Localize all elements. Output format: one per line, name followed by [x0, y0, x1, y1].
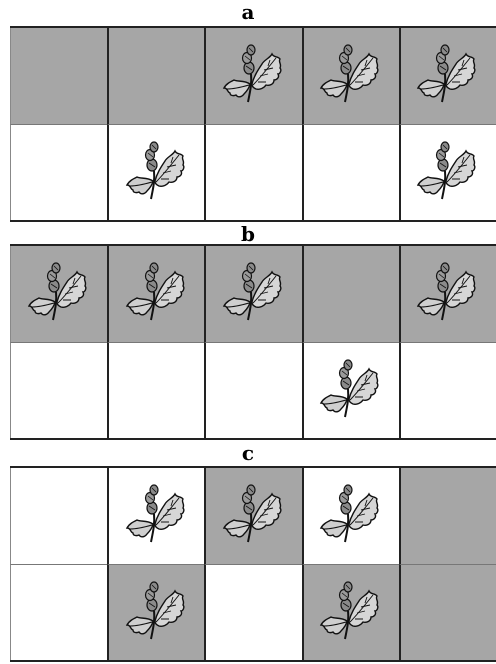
- grid-cell: [302, 342, 399, 438]
- panel-c-label: c: [0, 443, 496, 463]
- oak-leaves-icon: [412, 258, 484, 330]
- oak-leaves-icon: [412, 137, 484, 209]
- oak-leaves-icon: [218, 258, 290, 330]
- panel-b-grid: [10, 244, 496, 440]
- grid-cell: [204, 28, 301, 124]
- grid-cell: [10, 468, 107, 564]
- panel-b-label: b: [0, 224, 496, 244]
- panel-c-grid: [10, 466, 496, 662]
- oak-leaves-icon: [121, 577, 193, 649]
- oak-leaves-icon: [218, 40, 290, 112]
- grid-cell: [399, 468, 496, 564]
- grid-cell: [107, 342, 204, 438]
- grid-cell: [204, 564, 301, 660]
- grid-cell: [399, 246, 496, 342]
- oak-leaves-icon: [218, 480, 290, 552]
- grid-cell: [302, 28, 399, 124]
- grid-cell: [399, 124, 496, 220]
- oak-leaves-icon: [121, 480, 193, 552]
- grid-cell: [204, 342, 301, 438]
- grid-cell: [204, 124, 301, 220]
- grid-cell: [302, 564, 399, 660]
- grid-cell: [302, 468, 399, 564]
- oak-leaves-icon: [315, 40, 387, 112]
- oak-leaves-icon: [315, 355, 387, 427]
- grid-cell: [107, 468, 204, 564]
- panel-a-grid: [10, 26, 496, 222]
- grid-cell: [204, 246, 301, 342]
- grid-cell: [10, 342, 107, 438]
- grid-cell: [107, 28, 204, 124]
- grid-cell: [302, 124, 399, 220]
- grid-cell: [107, 246, 204, 342]
- oak-leaves-icon: [315, 577, 387, 649]
- oak-leaves-icon: [315, 480, 387, 552]
- grid-cell: [204, 468, 301, 564]
- grid-cell: [10, 124, 107, 220]
- oak-leaves-icon: [23, 258, 95, 330]
- grid-cell: [399, 564, 496, 660]
- grid-cell: [10, 28, 107, 124]
- grid-cell: [10, 246, 107, 342]
- grid-cell: [107, 124, 204, 220]
- grid-cell: [399, 28, 496, 124]
- panel-a-label: a: [0, 2, 496, 22]
- grid-cell: [107, 564, 204, 660]
- grid-cell: [302, 246, 399, 342]
- oak-leaves-icon: [121, 258, 193, 330]
- oak-leaves-icon: [412, 40, 484, 112]
- oak-leaves-icon: [121, 137, 193, 209]
- grid-cell: [399, 342, 496, 438]
- grid-cell: [10, 564, 107, 660]
